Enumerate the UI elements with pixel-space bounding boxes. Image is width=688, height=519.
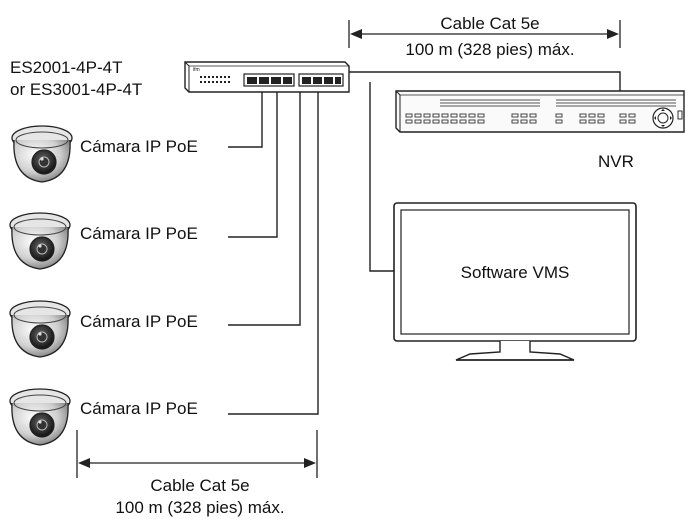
nvr-vents — [440, 99, 676, 107]
camera-4-icon — [9, 388, 71, 446]
cable-camera-2 — [228, 90, 278, 238]
top-cable-length-label: 100 m (328 pies) máx. — [405, 40, 575, 59]
top-dimension-arrow — [348, 20, 621, 48]
switch-brand-text: ifm — [193, 67, 200, 73]
top-cable-type-label: Cable Cat 5e — [440, 14, 540, 33]
cable-lines — [228, 71, 621, 415]
camera-4-label: Cámara IP PoE — [80, 399, 198, 418]
cable-switch-monitor — [369, 82, 395, 272]
bottom-dimension-arrow — [76, 430, 318, 478]
camera-1-label: Cámara IP PoE — [80, 137, 198, 156]
switch-device — [184, 61, 350, 93]
switch-model-label-2: or ES3001-4P-4T — [10, 80, 143, 99]
nvr-label: NVR — [598, 152, 634, 171]
camera-3-label: Cámara IP PoE — [80, 312, 198, 331]
bottom-cable-length-label: 100 m (328 pies) máx. — [115, 498, 285, 517]
monitor-screen-text: Software VMS — [460, 263, 570, 282]
cable-camera-4 — [228, 90, 319, 415]
switch-led-panel — [200, 76, 230, 83]
monitor-device — [393, 202, 637, 361]
camera-2-icon — [9, 212, 71, 270]
switch-model-label-1: ES2001-4P-4T — [10, 58, 123, 77]
cable-camera-3 — [228, 90, 301, 326]
nvr-buttons — [405, 113, 636, 124]
bottom-cable-type-label: Cable Cat 5e — [150, 476, 250, 495]
camera-3-icon — [9, 300, 71, 358]
cable-camera-1 — [228, 90, 263, 148]
camera-2-label: Cámara IP PoE — [80, 224, 198, 243]
nvr-jog-dial — [652, 107, 674, 129]
switch-ports — [243, 73, 344, 87]
cable-switch-nvr — [348, 71, 621, 92]
nvr-device — [395, 90, 685, 133]
camera-1-icon — [11, 125, 73, 183]
